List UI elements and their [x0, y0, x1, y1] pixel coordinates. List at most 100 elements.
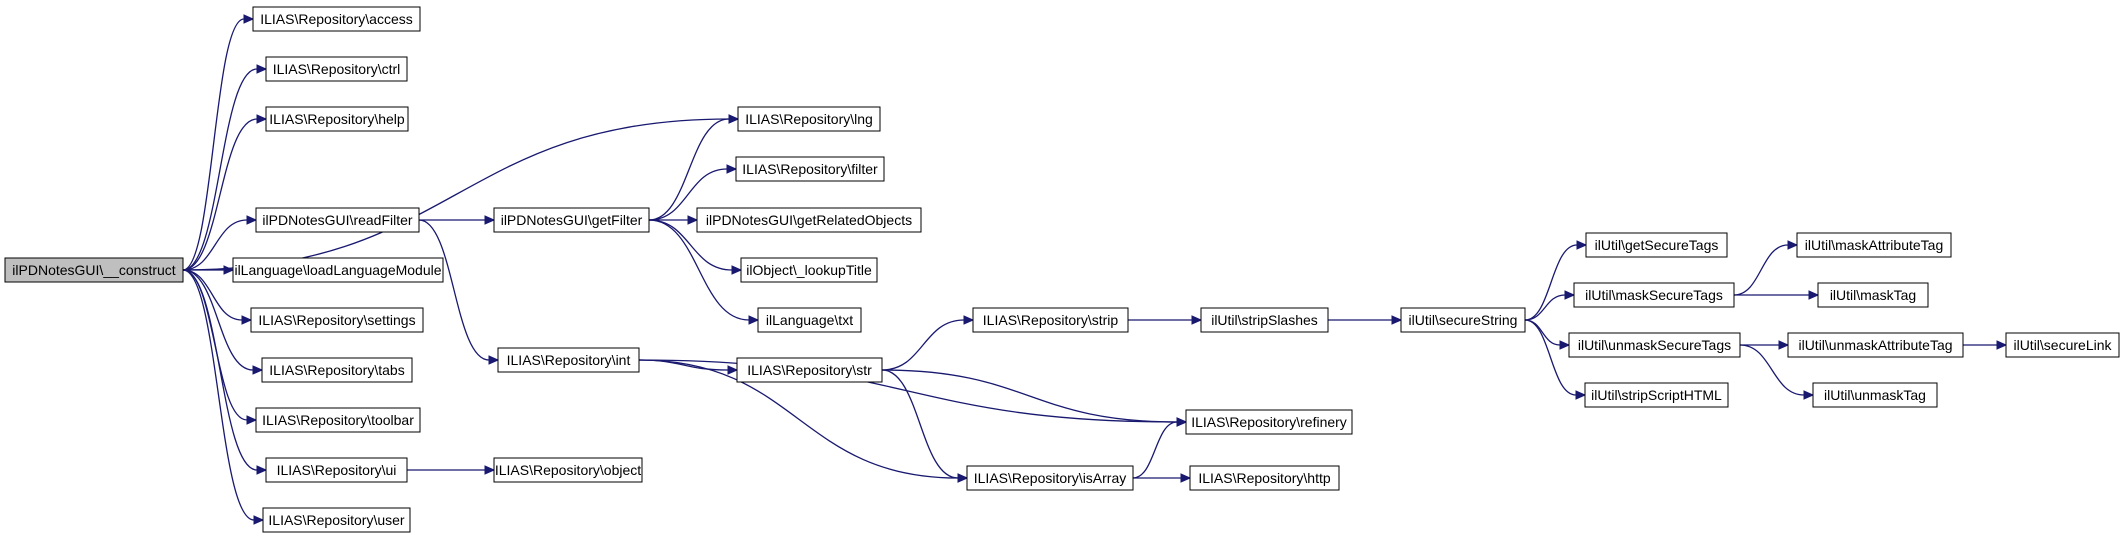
node-ilias-repository-user[interactable]: ILIAS\Repository\user [262, 507, 411, 533]
node-box[interactable] [265, 106, 409, 132]
node-ilutil-maskattributetag[interactable]: ilUtil\maskAttributeTag [1796, 232, 1952, 258]
edge-ilpdnotesgui-construct-to-ilias-repository-lng [182, 118, 730, 271]
node-ilobject-lookuptitle[interactable]: ilObject\_lookupTitle [740, 257, 878, 283]
node-ilias-repository-int[interactable]: ILIAS\Repository\int [497, 347, 640, 373]
node-ilias-repository-ctrl[interactable]: ILIAS\Repository\ctrl [265, 56, 408, 82]
node-label: ILIAS\Repository\strip [983, 312, 1119, 328]
node-label: ILIAS\Repository\ctrl [273, 61, 401, 77]
node-box[interactable] [1796, 232, 1952, 258]
node-box[interactable] [262, 507, 411, 533]
node-ilpdnotesgui-getfilter[interactable]: ilPDNotesGUI\getFilter [493, 207, 650, 233]
node-ilias-repository-access[interactable]: ILIAS\Repository\access [252, 6, 421, 32]
node-box[interactable] [972, 307, 1129, 333]
node-label: ilUtil\unmaskTag [1824, 387, 1926, 403]
node-box[interactable] [1787, 332, 1964, 358]
arrowhead [731, 265, 743, 275]
node-box[interactable] [1584, 382, 1729, 408]
node-box[interactable] [1568, 332, 1741, 358]
node-ilias-repository-ui[interactable]: ILIAS\Repository\ui [265, 457, 408, 483]
node-ilias-repository-http[interactable]: ILIAS\Repository\http [1189, 465, 1340, 491]
edge-ilpdnotesgui-readfilter-to-ilias-repository-int [418, 219, 490, 361]
node-label: ilUtil\stripScriptHTML [1591, 387, 1722, 403]
node-ilpdnotesgui-construct[interactable]: ilPDNotesGUI\__construct [4, 257, 184, 283]
node-ilpdnotesgui-readfilter[interactable]: ilPDNotesGUI\readFilter [255, 207, 420, 233]
node-box[interactable] [493, 207, 650, 233]
edge-ilutil-masksecuretags-to-ilutil-maskattributetag [1733, 244, 1789, 296]
node-illanguage-loadlanguagemodule[interactable]: ilLanguage\loadLanguageModule [232, 257, 444, 283]
node-box[interactable] [1185, 409, 1353, 435]
node-ilias-repository-strip[interactable]: ILIAS\Repository\strip [972, 307, 1129, 333]
node-label: ilUtil\maskAttributeTag [1805, 237, 1944, 253]
node-box[interactable] [265, 56, 408, 82]
node-ilias-repository-filter[interactable]: ILIAS\Repository\filter [735, 156, 885, 182]
node-box[interactable] [1400, 307, 1526, 333]
node-box[interactable] [696, 207, 922, 233]
node-box[interactable] [740, 257, 878, 283]
arrowhead [1576, 240, 1588, 250]
node-ilias-repository-isarray[interactable]: ILIAS\Repository\isArray [966, 465, 1134, 491]
node-ilutil-masksecuretags[interactable]: ilUtil\maskSecureTags [1573, 282, 1735, 308]
node-ilutil-stripscripthtml[interactable]: ilUtil\stripScriptHTML [1584, 382, 1729, 408]
node-box[interactable] [261, 357, 413, 383]
node-label: ILIAS\Repository\ui [277, 462, 397, 478]
node-ilias-repository-settings[interactable]: ILIAS\Repository\settings [250, 307, 424, 333]
node-box[interactable] [255, 207, 420, 233]
node-label: ilUtil\stripSlashes [1211, 312, 1318, 328]
node-ilias-repository-toolbar[interactable]: ILIAS\Repository\toolbar [255, 407, 421, 433]
node-box[interactable] [1817, 282, 1929, 308]
node-box[interactable] [1812, 382, 1938, 408]
node-label: ILIAS\Repository\access [260, 11, 413, 27]
node-ilutil-stripslashes[interactable]: ilUtil\stripSlashes [1200, 307, 1329, 333]
edge-ilpdnotesgui-construct-to-ilias-repository-ui [182, 269, 258, 471]
node-label: ilPDNotesGUI\readFilter [262, 212, 412, 228]
node-label: ILIAS\Repository\object [495, 462, 641, 478]
arrowhead [728, 114, 740, 124]
node-box[interactable] [493, 457, 643, 483]
node-ilias-repository-refinery[interactable]: ILIAS\Repository\refinery [1185, 409, 1353, 435]
node-ilutil-getsecuretags[interactable]: ilUtil\getSecureTags [1585, 232, 1728, 258]
arrowhead [1564, 290, 1576, 300]
node-box[interactable] [265, 457, 408, 483]
node-ilias-repository-tabs[interactable]: ILIAS\Repository\tabs [261, 357, 413, 383]
node-box[interactable] [1573, 282, 1735, 308]
edge-ilpdnotesgui-construct-to-ilias-repository-access [182, 18, 245, 271]
node-ilutil-unmaskattributetag[interactable]: ilUtil\unmaskAttributeTag [1787, 332, 1964, 358]
node-box[interactable] [497, 347, 640, 373]
node-ilutil-unmasktag[interactable]: ilUtil\unmaskTag [1812, 382, 1938, 408]
node-ilpdnotesgui-getrelatedobjects[interactable]: ilPDNotesGUI\getRelatedObjects [696, 207, 922, 233]
arrowhead [484, 215, 496, 225]
node-box[interactable] [1189, 465, 1340, 491]
node-box[interactable] [4, 257, 184, 283]
arrowhead [1787, 240, 1799, 250]
node-box[interactable] [252, 6, 421, 32]
arrowhead [1803, 390, 1815, 400]
node-box[interactable] [250, 307, 424, 333]
node-box[interactable] [255, 407, 421, 433]
node-box[interactable] [232, 257, 444, 283]
node-box[interactable] [737, 106, 881, 132]
edge-ilutil-securestring-to-ilutil-stripscripthtml [1524, 319, 1577, 396]
node-label: ilLanguage\loadLanguageModule [234, 262, 441, 278]
node-ilutil-masktag[interactable]: ilUtil\maskTag [1817, 282, 1929, 308]
arrowhead [726, 164, 738, 174]
node-ilias-repository-help[interactable]: ILIAS\Repository\help [265, 106, 409, 132]
node-box[interactable] [966, 465, 1134, 491]
node-illanguage-txt[interactable]: ilLanguage\txt [757, 307, 862, 333]
node-label: ILIAS\Repository\str [747, 362, 872, 378]
node-box[interactable] [735, 156, 885, 182]
node-label: ilUtil\maskSecureTags [1585, 287, 1723, 303]
node-ilias-repository-str[interactable]: ILIAS\Repository\str [736, 357, 883, 383]
node-ilutil-unmasksecuretags[interactable]: ilUtil\unmaskSecureTags [1568, 332, 1741, 358]
node-label: ILIAS\Repository\lng [745, 111, 873, 127]
node-ilias-repository-object[interactable]: ILIAS\Repository\object [493, 457, 643, 483]
edge-ilpdnotesgui-construct-to-ilpdnotesgui-readfilter [182, 219, 248, 271]
node-box[interactable] [1200, 307, 1329, 333]
node-box[interactable] [757, 307, 862, 333]
node-box[interactable] [736, 357, 883, 383]
node-box[interactable] [2005, 332, 2120, 358]
node-ilias-repository-lng[interactable]: ILIAS\Repository\lng [737, 106, 881, 132]
node-ilutil-securestring[interactable]: ilUtil\secureString [1400, 307, 1526, 333]
node-box[interactable] [1585, 232, 1728, 258]
edge-ilpdnotesgui-getfilter-to-ilias-repository-lng [648, 118, 730, 221]
node-ilutil-securelink[interactable]: ilUtil\secureLink [2005, 332, 2120, 358]
